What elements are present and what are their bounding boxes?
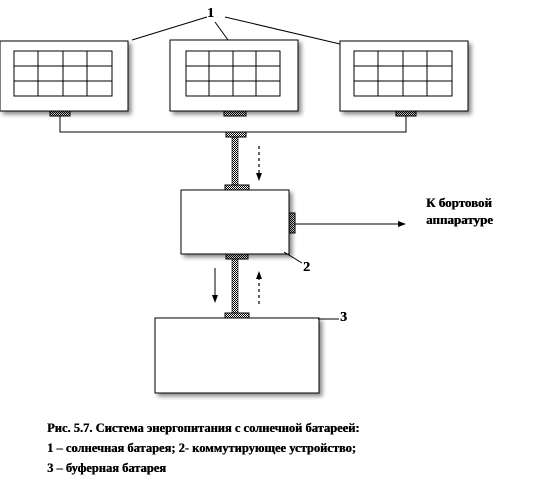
charge-arrow-down xyxy=(212,268,218,303)
solar-panel-center xyxy=(169,39,299,112)
bus-junction-connector xyxy=(225,131,247,138)
switching-device xyxy=(180,189,290,255)
destination-line-2: аппаратуре xyxy=(426,212,493,227)
upper-cable xyxy=(231,136,239,186)
caption-line-1: Рис. 5.7. Система энергопитания с солнеч… xyxy=(47,421,360,435)
label-switching-device: 2 xyxy=(303,260,310,275)
panels-leader-lines xyxy=(131,16,341,45)
solar-panel-left-grid xyxy=(14,51,112,96)
switch-leader-line xyxy=(283,251,303,264)
figure-caption: Рис. 5.7. Система энергопитания с солнеч… xyxy=(47,418,359,478)
caption-line-2: 1 – солнечная батарея; 2- коммутирующее … xyxy=(47,441,356,455)
lower-cable xyxy=(231,258,239,314)
panel-bus-wire xyxy=(59,116,407,133)
switching-device-side-connector xyxy=(288,212,296,234)
solar-panel-right-grid xyxy=(354,51,452,96)
label-solar-panels: 1 xyxy=(207,6,214,21)
label-buffer-battery: 3 xyxy=(340,310,347,325)
solar-panel-right-connector xyxy=(395,110,417,117)
destination-label: К бортовой аппаратуре xyxy=(426,194,493,228)
solar-panel-left-connector xyxy=(49,110,71,117)
solar-panel-center-connector xyxy=(223,110,247,117)
buffer-battery xyxy=(154,317,320,394)
output-arrow xyxy=(295,221,406,227)
discharge-arrow-up-dashed xyxy=(256,271,262,304)
destination-line-1: К бортовой xyxy=(426,195,492,210)
switching-device-bottom-connector xyxy=(225,253,249,260)
switching-device-top-connector xyxy=(224,184,250,191)
solar-panel-right xyxy=(339,40,469,112)
solar-panel-center-grid xyxy=(186,51,280,96)
solar-panel-left xyxy=(0,40,129,112)
power-flow-arrow-down-dashed xyxy=(256,146,262,181)
caption-line-3: 3 – буферная батарея xyxy=(47,461,166,475)
buffer-battery-connector xyxy=(224,312,250,319)
